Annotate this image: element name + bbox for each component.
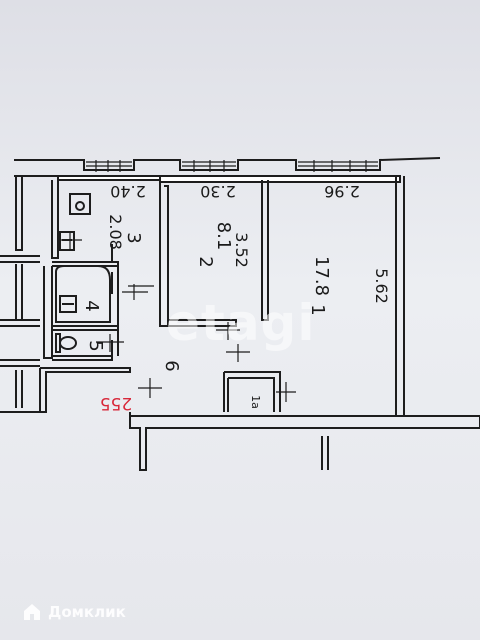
wall-segment bbox=[0, 255, 40, 263]
brand-badge: Домклик bbox=[22, 602, 126, 622]
room2-right-wall bbox=[261, 180, 269, 321]
wall-segment bbox=[15, 370, 23, 408]
closet-walls bbox=[223, 371, 281, 412]
room1-area: 17.8 bbox=[311, 256, 332, 296]
wall-segment bbox=[111, 266, 119, 330]
window-room2 bbox=[182, 160, 236, 172]
wall-segment bbox=[111, 330, 119, 356]
hall-number: 6 bbox=[161, 360, 182, 371]
closet-number: 1a bbox=[249, 395, 262, 409]
room2-depth-label: 3.52 bbox=[232, 232, 251, 268]
wall-segment bbox=[0, 359, 40, 367]
sink bbox=[59, 231, 75, 251]
window-room1 bbox=[298, 160, 378, 172]
brand-name: Домклик bbox=[48, 603, 126, 621]
wall-segment bbox=[15, 264, 23, 320]
wall-segment bbox=[0, 319, 40, 327]
facade-wall bbox=[14, 157, 441, 171]
kitchen-depth-label: 2.08 bbox=[106, 214, 125, 250]
room2-left-wall bbox=[159, 180, 169, 327]
wall-segment bbox=[159, 175, 401, 183]
house-logo-icon bbox=[24, 604, 40, 620]
bath-number: 4 bbox=[81, 300, 102, 311]
right-wall bbox=[395, 176, 405, 416]
left-building-wall bbox=[15, 176, 23, 251]
dimension-labels: 2.40 2.30 2.96 2.08 3.52 5.62 bbox=[106, 182, 391, 304]
hatch-marks bbox=[60, 232, 296, 402]
entrance-wall bbox=[129, 412, 480, 471]
stair-lines bbox=[321, 436, 329, 470]
stove bbox=[69, 193, 91, 215]
bath-left-wall bbox=[43, 266, 53, 359]
room2-number: 2 bbox=[195, 256, 216, 267]
kitchen-left-wall bbox=[51, 180, 59, 259]
bath-wc-wall bbox=[52, 325, 118, 331]
wc-bottom-wall bbox=[52, 355, 113, 361]
kitchen-width-label: 2.40 bbox=[110, 182, 146, 201]
wc-number: 5 bbox=[85, 340, 106, 351]
window-kitchen bbox=[86, 160, 132, 172]
room1-depth-label: 5.62 bbox=[372, 268, 391, 304]
bathtub bbox=[55, 265, 111, 323]
room1-width-label: 2.96 bbox=[324, 182, 360, 201]
kitchen-number: 3 bbox=[123, 232, 144, 243]
stove-burner bbox=[75, 201, 85, 211]
red-mark-255: 255 bbox=[100, 393, 132, 413]
wall-segment bbox=[57, 175, 161, 181]
room2-width-label: 2.30 bbox=[200, 182, 236, 201]
toilet-bowl bbox=[59, 336, 77, 350]
washbasin bbox=[59, 295, 77, 313]
room1-number: 1 bbox=[307, 304, 328, 315]
room2-bottom-wall bbox=[168, 319, 237, 327]
toilet-tank bbox=[55, 333, 61, 353]
room-labels: 3 2 8.1 1 17.8 4 5 6 1a bbox=[81, 222, 332, 409]
room2-area: 8.1 bbox=[213, 222, 234, 251]
